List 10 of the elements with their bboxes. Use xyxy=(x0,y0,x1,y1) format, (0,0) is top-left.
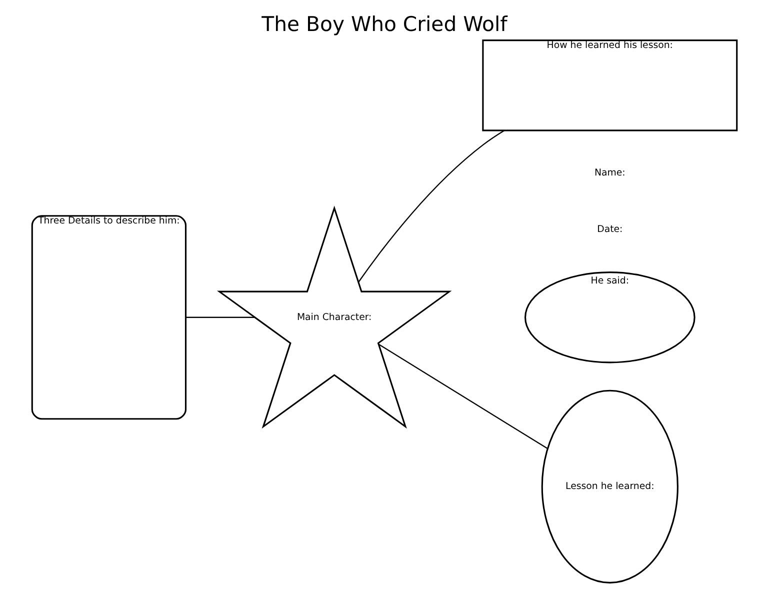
connector xyxy=(185,316,254,318)
node-box: How he learned his lesson: xyxy=(482,40,738,132)
label: Date: xyxy=(596,224,622,236)
label: Name: xyxy=(594,168,625,179)
node-ellipse: He said: xyxy=(524,272,695,364)
diagram-title: The Boy Who Cried Wolf xyxy=(261,12,507,36)
connector xyxy=(358,130,504,282)
node-box: Three Details to describe him: xyxy=(30,215,186,420)
node-ellipse: Lesson he learned: xyxy=(540,390,678,584)
connector xyxy=(378,344,548,450)
